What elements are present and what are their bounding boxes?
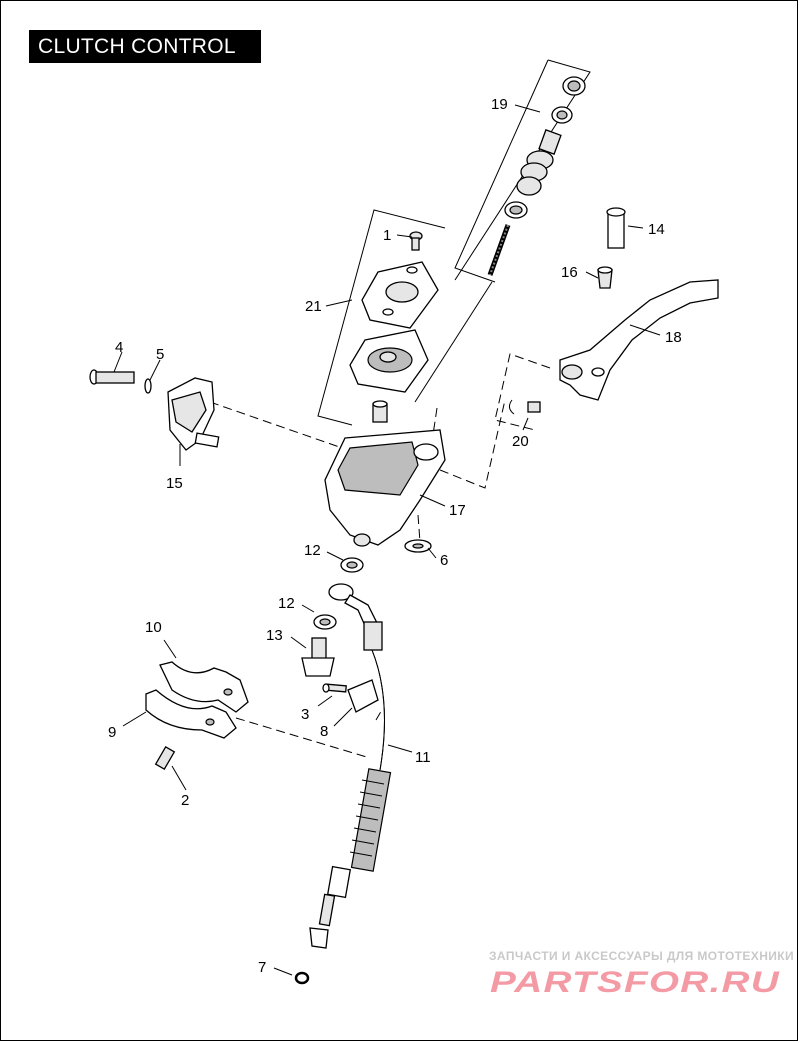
watermark-tagline: ЗАПЧАСТИ И АКСЕССУАРЫ ДЛЯ МОТОТЕХНИКИ [489,949,794,963]
part-2-screw [154,745,176,771]
part-5-washer [144,378,152,394]
part-20-clip [508,399,541,415]
callout-15: 15 [166,475,183,492]
callout-6: 6 [440,552,448,569]
callout-3: 3 [301,706,309,723]
part-10-clamp-upper [159,661,249,713]
part-19-piston-assembly [487,76,586,276]
callout-21: 21 [305,298,322,315]
part-13-banjo-bolt [301,637,335,677]
callout-17: 17 [449,502,466,519]
assembly-dash-lines [209,281,506,759]
callout-11: 11 [415,749,431,766]
part-6-washer [404,539,432,553]
diagram-title: CLUTCH CONTROL [29,30,261,63]
part-16-bushing [597,266,613,289]
callout-10: 10 [145,619,162,636]
part-1-screw [409,231,423,251]
callout-9: 9 [108,724,116,741]
part-21-cover [349,261,439,423]
part-17-master-cylinder [324,429,446,547]
part-15-housing [167,377,220,451]
callout-12-upper: 12 [304,542,321,559]
group-21-bracket [317,209,446,426]
callout-labels: 1 2 3 4 5 6 7 8 9 10 11 12 12 13 14 15 1… [108,96,682,976]
callout-12-lower: 12 [278,595,295,612]
part-8-clamp [347,679,379,713]
part-14-pivot-pin [606,207,626,249]
part-11-clutch-hose [309,583,392,949]
part-7-o-ring [294,971,310,985]
callout-1: 1 [383,227,391,244]
callout-14: 14 [648,221,665,238]
group-19-bracket [454,59,591,283]
part-4-pin [89,369,135,385]
callout-7: 7 [258,959,266,976]
part-3-screw [322,683,347,693]
group-20-bracket [494,353,551,431]
callout-20: 20 [512,433,529,450]
part-18-lever [559,279,719,401]
part-9-clamp-lower [145,689,237,739]
callout-8: 8 [320,723,328,740]
callout-16: 16 [561,264,578,281]
callout-4: 4 [115,339,123,356]
part-12-washer-upper [340,557,364,573]
part-12-washer-lower [313,614,337,630]
callout-13: 13 [266,627,283,644]
callout-2: 2 [181,792,189,809]
watermark-logo: PARTSFOR.RU [490,966,780,999]
watermark: ЗАПЧАСТИ И АКСЕССУАРЫ ДЛЯ МОТОТЕХНИКИ PA… [489,949,794,999]
callout-5: 5 [156,346,164,363]
callout-19: 19 [491,96,508,113]
callout-18: 18 [665,329,682,346]
leader-lines [113,104,661,976]
